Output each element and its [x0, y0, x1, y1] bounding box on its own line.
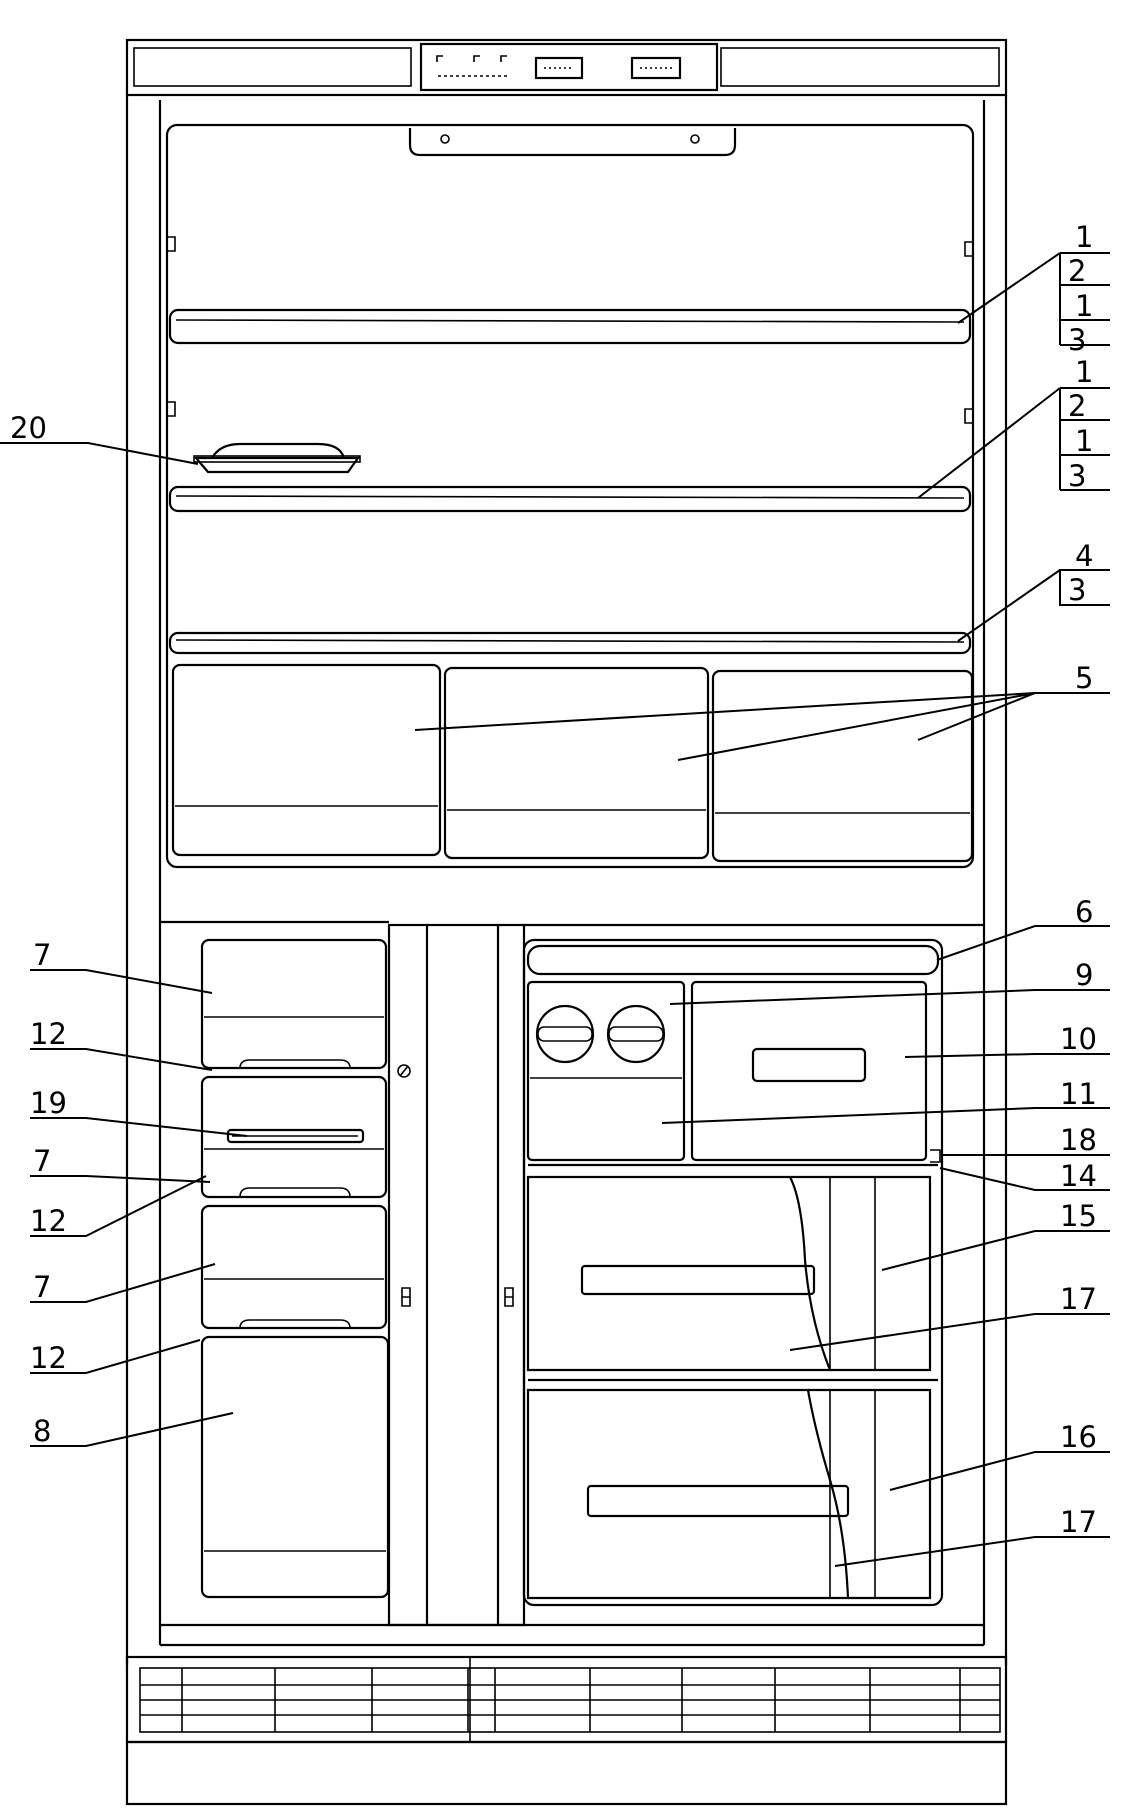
- callout-19: 19: [30, 1086, 67, 1120]
- egg-tray: [193, 442, 361, 474]
- glass-shelf-top: [168, 308, 972, 345]
- callout-5: 5: [1075, 661, 1093, 695]
- callout-12: 12: [30, 1017, 67, 1051]
- callout-14: 14: [1060, 1159, 1097, 1193]
- callout-4: 4: [1075, 539, 1093, 573]
- lower-section: [160, 920, 984, 1627]
- callout-3: 3: [1068, 459, 1086, 493]
- callout-2: 2: [1068, 254, 1086, 288]
- callout-3: 3: [1068, 573, 1086, 607]
- callout-1: 1: [1075, 424, 1093, 458]
- freezer-interior: [526, 944, 941, 1600]
- crisper-drawers: [171, 663, 974, 863]
- fresh-food-compartment: [165, 123, 975, 869]
- callout-17: 17: [1060, 1282, 1097, 1316]
- callout-7: 7: [33, 1144, 51, 1178]
- callout-6: 6: [1075, 895, 1093, 929]
- left-drawers: [200, 938, 390, 1599]
- callout-18: 18: [1060, 1123, 1097, 1157]
- top-control-strip: [125, 38, 1008, 97]
- callout-10: 10: [1060, 1022, 1097, 1056]
- callout-3: 3: [1068, 323, 1086, 357]
- leader-lines: [0, 252, 1110, 1567]
- ventilation-grille: [139, 1657, 1001, 1742]
- callout-1: 1: [1075, 220, 1093, 254]
- callout-16: 16: [1060, 1420, 1097, 1454]
- callout-1: 1: [1075, 355, 1093, 389]
- glass-shelf-middle: [168, 485, 972, 513]
- callout-15: 15: [1060, 1199, 1097, 1233]
- callout-12: 12: [30, 1341, 67, 1375]
- callout-9: 9: [1075, 958, 1093, 992]
- callout-20: 20: [10, 411, 47, 445]
- callout-1: 1: [1075, 289, 1093, 323]
- crisper-cover-shelf: [168, 631, 972, 655]
- callout-12: 12: [30, 1204, 67, 1238]
- callout-17: 17: [1060, 1505, 1097, 1539]
- callout-8: 8: [33, 1414, 51, 1448]
- cabinet: [125, 95, 1008, 1806]
- callout-7: 7: [33, 938, 51, 972]
- callout-labels: 1 2 1 3 1 2 1 3 4 3 5 6 9 10 11 18 14 15…: [10, 220, 1097, 1539]
- callout-7: 7: [33, 1270, 51, 1304]
- callout-11: 11: [1060, 1077, 1097, 1111]
- callout-2: 2: [1068, 389, 1086, 423]
